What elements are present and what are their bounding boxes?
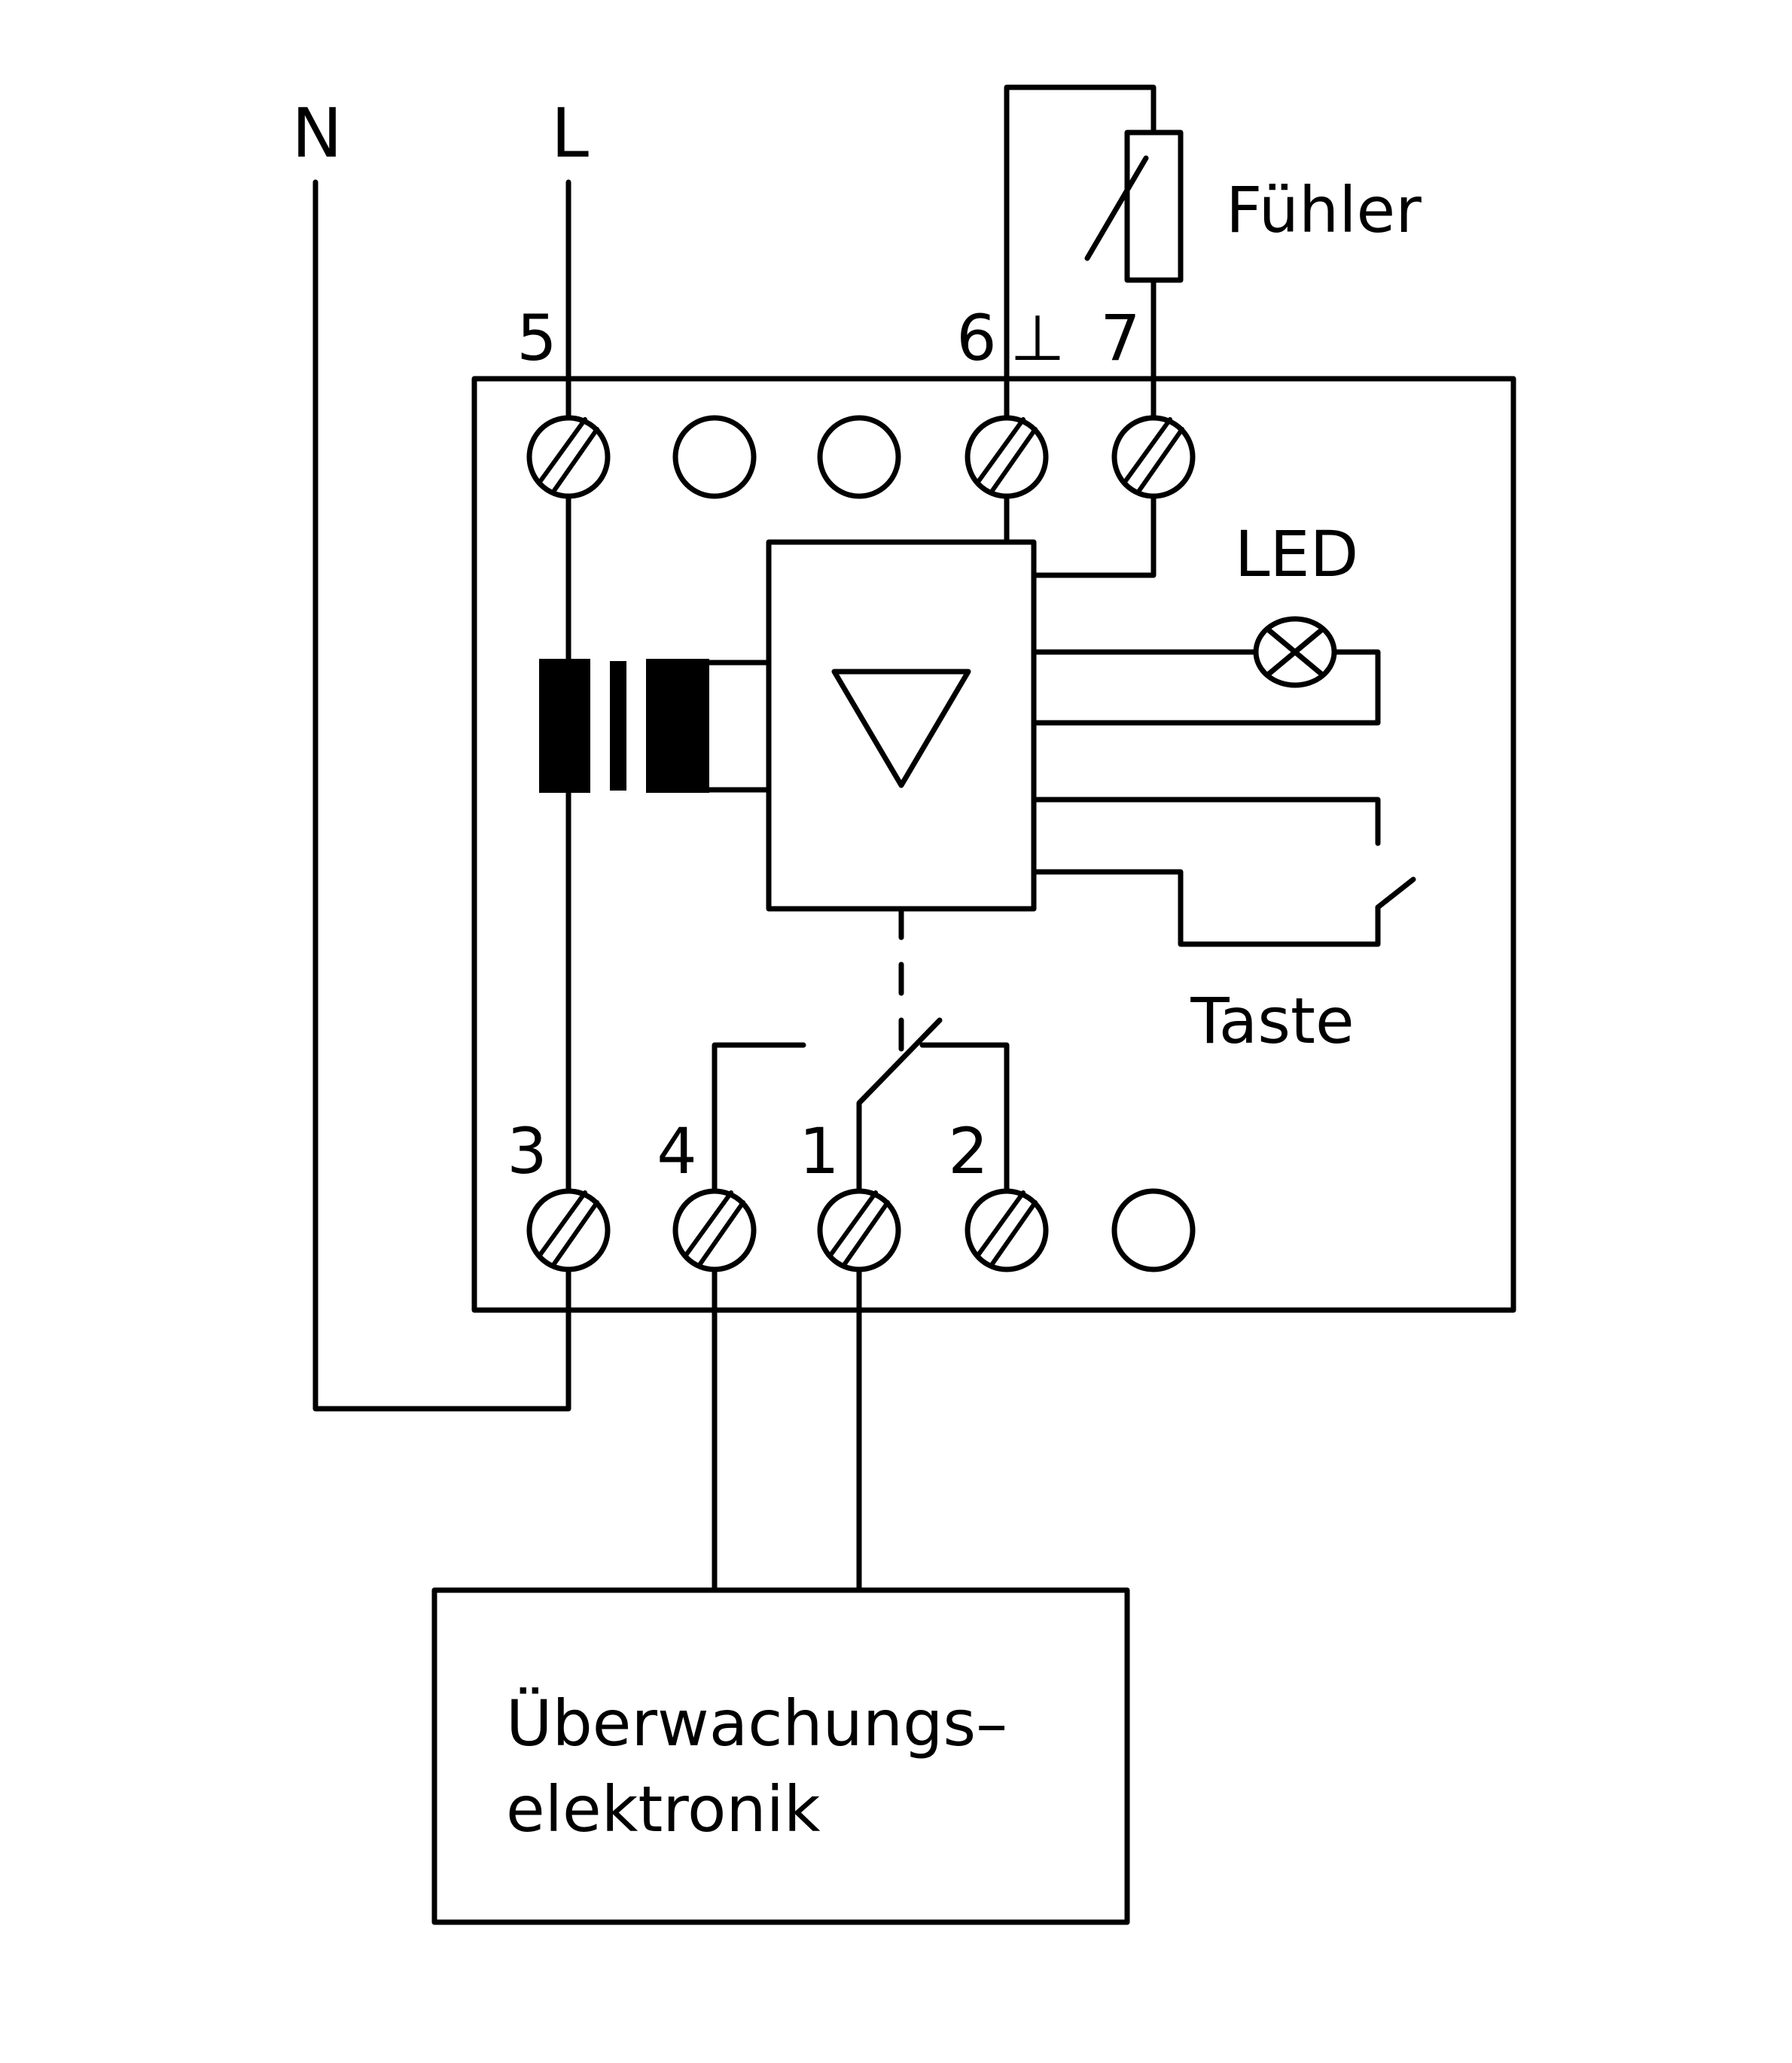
- bottom-terminal-2: [965, 1188, 1049, 1272]
- bottom-terminal-empty: [1111, 1188, 1196, 1272]
- monitor-label-line2: elektronik: [506, 1772, 821, 1846]
- neutral-label: N: [291, 94, 342, 173]
- neutral-wire: [312, 179, 571, 1412]
- top-terminal-empty: [672, 415, 757, 499]
- terminal-label-2: 2: [948, 1114, 988, 1188]
- button-contact: [1375, 876, 1416, 910]
- bottom-terminal-4: [672, 1188, 757, 1272]
- sensor-wire-6: [1004, 84, 1157, 421]
- top-terminal-empty: [817, 415, 901, 499]
- monitoring-electronics-box: [431, 1587, 1130, 1925]
- sensor-resistor: [1124, 130, 1184, 283]
- control-unit: [766, 539, 1037, 912]
- terminal-label-6: 6: [956, 301, 996, 375]
- relay-contact-4: [712, 1042, 806, 1194]
- bottom-terminal-1: [817, 1188, 901, 1272]
- transformer-core: [610, 661, 626, 791]
- terminal-label-3: 3: [507, 1114, 547, 1188]
- terminal-label-5: 5: [517, 301, 556, 375]
- button-label: Taste: [1190, 984, 1354, 1058]
- top-terminal-7: [1111, 415, 1196, 499]
- monitor-label-line1: Überwachungs–: [506, 1687, 1007, 1760]
- button-wire-top: [1031, 797, 1381, 846]
- button-wire-bottom: [1031, 869, 1381, 947]
- device-housing: [471, 376, 1516, 1313]
- line-label: L: [551, 94, 589, 173]
- terminal-label-7: 7: [1100, 301, 1140, 375]
- relay-contact-2: [919, 1042, 1010, 1194]
- bottom-terminal-3: [526, 1188, 611, 1272]
- terminal-label-1: 1: [799, 1114, 839, 1188]
- led-label: LED: [1235, 517, 1359, 591]
- sensor-label: Fühler: [1226, 173, 1422, 247]
- led-lamp-icon: [1253, 616, 1337, 688]
- top-terminal-6: [965, 415, 1049, 499]
- top-terminal-5: [526, 415, 611, 499]
- led-wire-return: [1031, 649, 1381, 726]
- amplifier-triangle-icon: [831, 669, 971, 788]
- wire-7-ic: [1031, 493, 1157, 578]
- transformer-primary: [539, 659, 590, 793]
- transformer-secondary: [646, 659, 709, 793]
- sensor-variable-arrow-icon: [1084, 155, 1149, 261]
- relay-switch-arm: [856, 1017, 943, 1194]
- terminal-label-4: 4: [657, 1114, 696, 1188]
- ground-symbol: ⊥: [1010, 301, 1065, 375]
